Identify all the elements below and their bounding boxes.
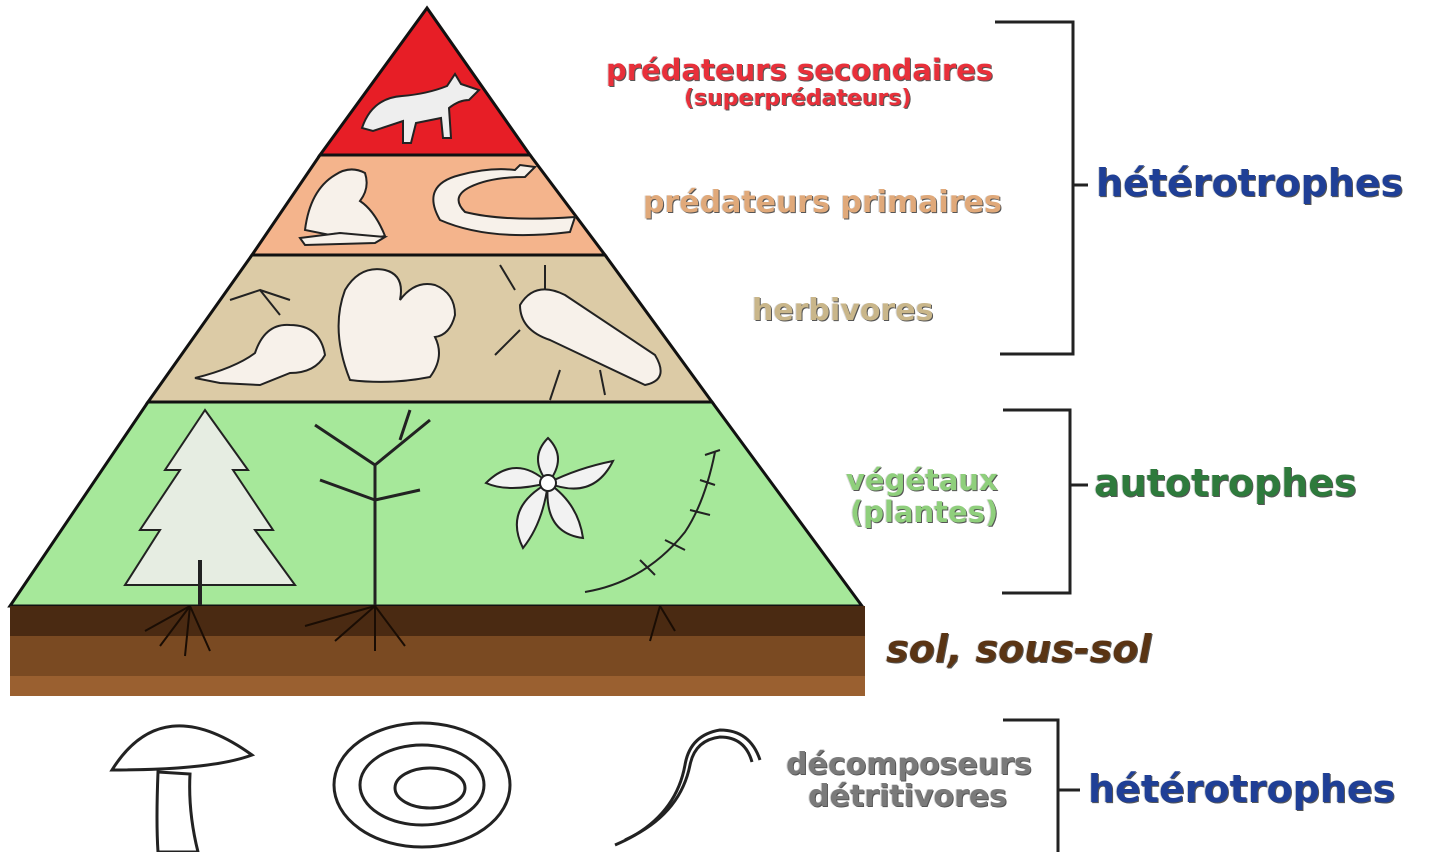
millipede-icon: [332, 721, 512, 849]
bracket-autotrophs: [1002, 408, 1088, 595]
frog-icon: [298, 168, 389, 247]
snake-icon: [432, 163, 577, 237]
fox-icon: [360, 72, 481, 144]
heterotrophs-bottom-label: hétérotrophes: [1088, 767, 1396, 811]
herbivores-label: herbivores: [752, 293, 934, 328]
worm-icon: [614, 728, 762, 847]
squirrel-icon: [337, 268, 457, 383]
apex-label-line1: prédateurs secondaires: [606, 53, 994, 87]
apex-label-line2: (superprédateurs): [684, 86, 912, 111]
decomposers-label-line2: détritivores: [808, 779, 1008, 814]
plants-label-line2: (plantes): [850, 495, 999, 529]
primary-predators-label: prédateurs primaires: [643, 185, 1002, 220]
flower-icon: [484, 436, 615, 550]
tier-apex: [317, 5, 533, 157]
mushroom-icon: [109, 724, 256, 852]
plants-label-line1: végétaux: [846, 463, 998, 497]
heterotrophs-top-label: hétérotrophes: [1096, 161, 1404, 205]
moss-icon: [584, 449, 721, 593]
bracket-heterotrophs-top: [995, 20, 1088, 356]
tree-icon: [314, 409, 431, 605]
rabbit-icon: [194, 288, 327, 387]
fir-tree-icon: [123, 408, 297, 605]
autotrophs-label: autotrophes: [1094, 461, 1357, 505]
beetle-icon: [494, 264, 662, 401]
decomposers-label-line1: décomposeurs: [786, 747, 1032, 782]
roots: [144, 605, 676, 657]
bracket-heterotrophs-bottom: [1003, 718, 1080, 852]
soil-label: sol, sous-sol: [886, 627, 1152, 671]
